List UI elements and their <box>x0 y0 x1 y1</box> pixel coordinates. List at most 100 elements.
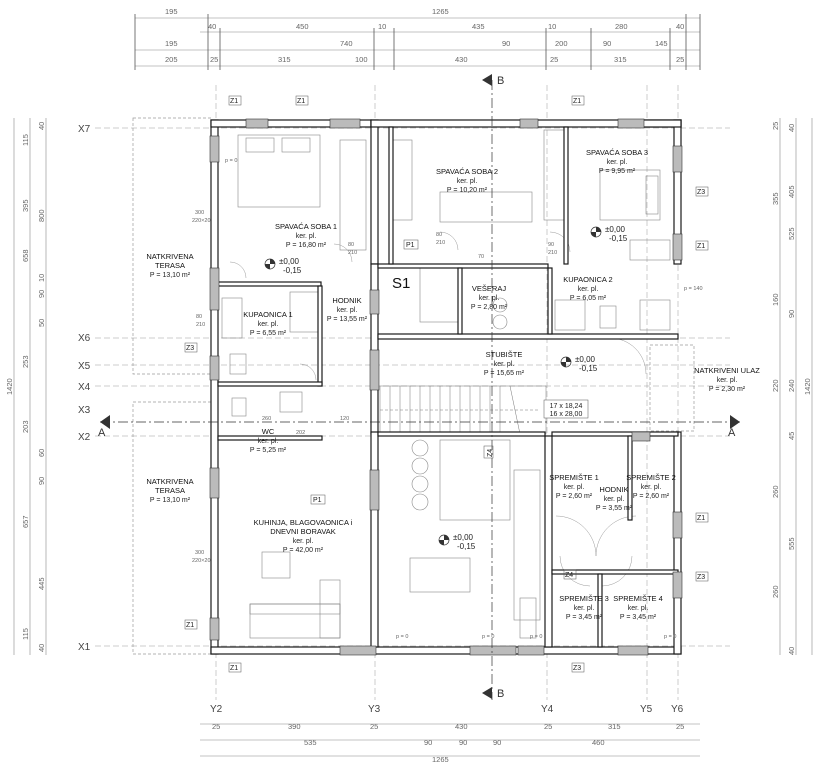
tag-z4: Z4 <box>565 572 573 579</box>
dim-text: 10 <box>37 274 46 282</box>
staircase <box>379 385 547 435</box>
element-tags: Z1 Z1 Z1 Z3 Z1 Z3 Z1 Z1 Z3 Z1 Z3 Z4 Z4 P… <box>184 95 709 673</box>
room-area: P = 2,80 m² <box>471 304 508 311</box>
dim-text: 40 <box>208 22 216 31</box>
room-floor: ker. pl. <box>574 605 595 612</box>
dim-text: 100 <box>355 55 368 64</box>
section-arrow-icon <box>482 74 492 86</box>
dim-text: 1265 <box>432 755 449 764</box>
note-text: 210 <box>436 240 445 246</box>
room-name: SPREMIŠTE 1 <box>549 473 599 482</box>
tag-z1: Z1 <box>573 98 581 105</box>
dim-text: 40 <box>37 644 46 652</box>
note-text: p = 0 <box>664 634 676 640</box>
dim-text: 40 <box>787 647 796 655</box>
tag-z3: Z3 <box>186 345 194 352</box>
dim-text: 10 <box>378 22 386 31</box>
dim-text: 115 <box>21 628 30 640</box>
bottom-dimension-chains <box>200 723 700 757</box>
axis-row-labels: X7 X6 X5 X4 X3 X2 X1 Y2 Y3 Y4 Y5 Y6 <box>78 124 684 715</box>
door-swings <box>229 231 647 587</box>
tag-z1: Z1 <box>230 98 238 105</box>
note-text: 80 <box>196 314 202 320</box>
note-text: 202 <box>296 430 305 436</box>
room-name: NATKRIVENI ULAZ <box>694 366 760 375</box>
room-area: P = 5,25 m² <box>250 447 287 454</box>
terrace-name: TERASA <box>155 486 185 495</box>
axis-label-x3: X3 <box>78 405 91 416</box>
walls <box>210 119 682 655</box>
room-area: P = 3,45 m² <box>620 614 657 621</box>
room-label-spremiste-3: SPREMIŠTE 3 ker. pl. P = 3,45 m² <box>559 594 609 621</box>
note-text: 80 <box>348 242 354 248</box>
dim-text: 555 <box>787 537 796 550</box>
tag-z1: Z1 <box>297 98 305 105</box>
room-area: P = 2,60 m² <box>633 493 670 500</box>
room-name: SPAVAĆA SOBA 1 <box>275 222 337 231</box>
room-name: KUHINJA, BLAGOVAONICA i <box>254 518 353 527</box>
dim-text: 25 <box>210 55 218 64</box>
top-dimension-chains <box>135 17 700 67</box>
room-name: SPREMIŠTE 3 <box>559 594 609 603</box>
room-label-wc: WC ker. pl. P = 5,25 m² <box>250 427 287 454</box>
dim-text: 535 <box>304 738 317 747</box>
dim-text: 40 <box>37 122 46 130</box>
room-floor: ker. pl. <box>628 605 649 612</box>
level-marks: ±0,00 -0,15 ±0,00 -0,15 ±0,00 -0,15 ±0,0… <box>264 225 628 551</box>
dim-text: 450 <box>296 22 309 31</box>
tag-z1: Z1 <box>230 665 238 672</box>
dim-text: 525 <box>787 227 796 240</box>
dim-text: 45 <box>787 432 796 440</box>
dim-text: 25 <box>212 722 220 731</box>
dim-text: 315 <box>614 55 627 64</box>
dim-text: 25 <box>370 722 378 731</box>
room-area: P = 15,65 m² <box>484 370 525 377</box>
dim-text: 260 <box>771 585 780 598</box>
axis-label-x4: X4 <box>78 382 91 393</box>
room-area: P = 3,45 m² <box>566 614 603 621</box>
dim-text: 90 <box>37 290 46 298</box>
section-arrow-icon <box>100 415 110 429</box>
note-text: p = 0 <box>530 634 542 640</box>
dim-text: 90 <box>787 310 796 318</box>
axis-label-x7: X7 <box>78 124 91 135</box>
room-floor: ker. pl. <box>607 159 628 166</box>
axis-label-y6: Y6 <box>671 704 684 715</box>
section-arrow-icon <box>730 415 740 429</box>
dim-text: 430 <box>455 722 468 731</box>
room-area: P = 16,80 m² <box>286 242 327 249</box>
room-label-natkriveni-ulaz: NATKRIVENI ULAZ ker. pl. P = 2,30 m² <box>694 366 760 393</box>
dim-text: 200 <box>555 39 568 48</box>
plan-label: S1 <box>392 275 410 292</box>
level-sub: -0,15 <box>457 542 476 551</box>
room-floor: ker. pl. <box>578 286 599 293</box>
room-floor: ker. pl. <box>479 295 500 302</box>
room-area: P = 3,55 m² <box>596 505 633 512</box>
room-area: P = 6,55 m² <box>250 330 287 337</box>
tag-p1: P1 <box>406 242 415 249</box>
level-value: ±0,00 <box>605 225 626 234</box>
axis-label-x2: X2 <box>78 432 91 443</box>
dim-text: 195 <box>165 7 178 16</box>
level-mark: ±0,00 -0,15 <box>264 257 302 275</box>
section-a-left-label: A <box>98 427 106 439</box>
tag-z1: Z1 <box>697 515 705 522</box>
windows <box>209 118 683 656</box>
level-value: ±0,00 <box>279 257 300 266</box>
axis-label-x1: X1 <box>78 642 91 653</box>
dim-text: 90 <box>459 738 467 747</box>
note-text: 300 <box>195 210 204 216</box>
room-area: P = 2,30 m² <box>709 386 746 393</box>
room-name: STUBIŠTE <box>486 350 523 359</box>
note-text: p = 140 <box>684 286 703 292</box>
level-sub: -0,15 <box>609 234 628 243</box>
room-floor: ker. pl. <box>604 496 625 503</box>
dim-text: 25 <box>771 122 780 130</box>
right-dimension-labels: 1420 40 405 525 90 240 45 555 40 25 355 … <box>771 122 812 655</box>
note-text: 80 <box>436 232 442 238</box>
dim-text: 315 <box>278 55 291 64</box>
section-a-right-label: A <box>728 427 736 439</box>
tag-z1: Z1 <box>186 622 194 629</box>
terrace-name: TERASA <box>155 261 185 270</box>
